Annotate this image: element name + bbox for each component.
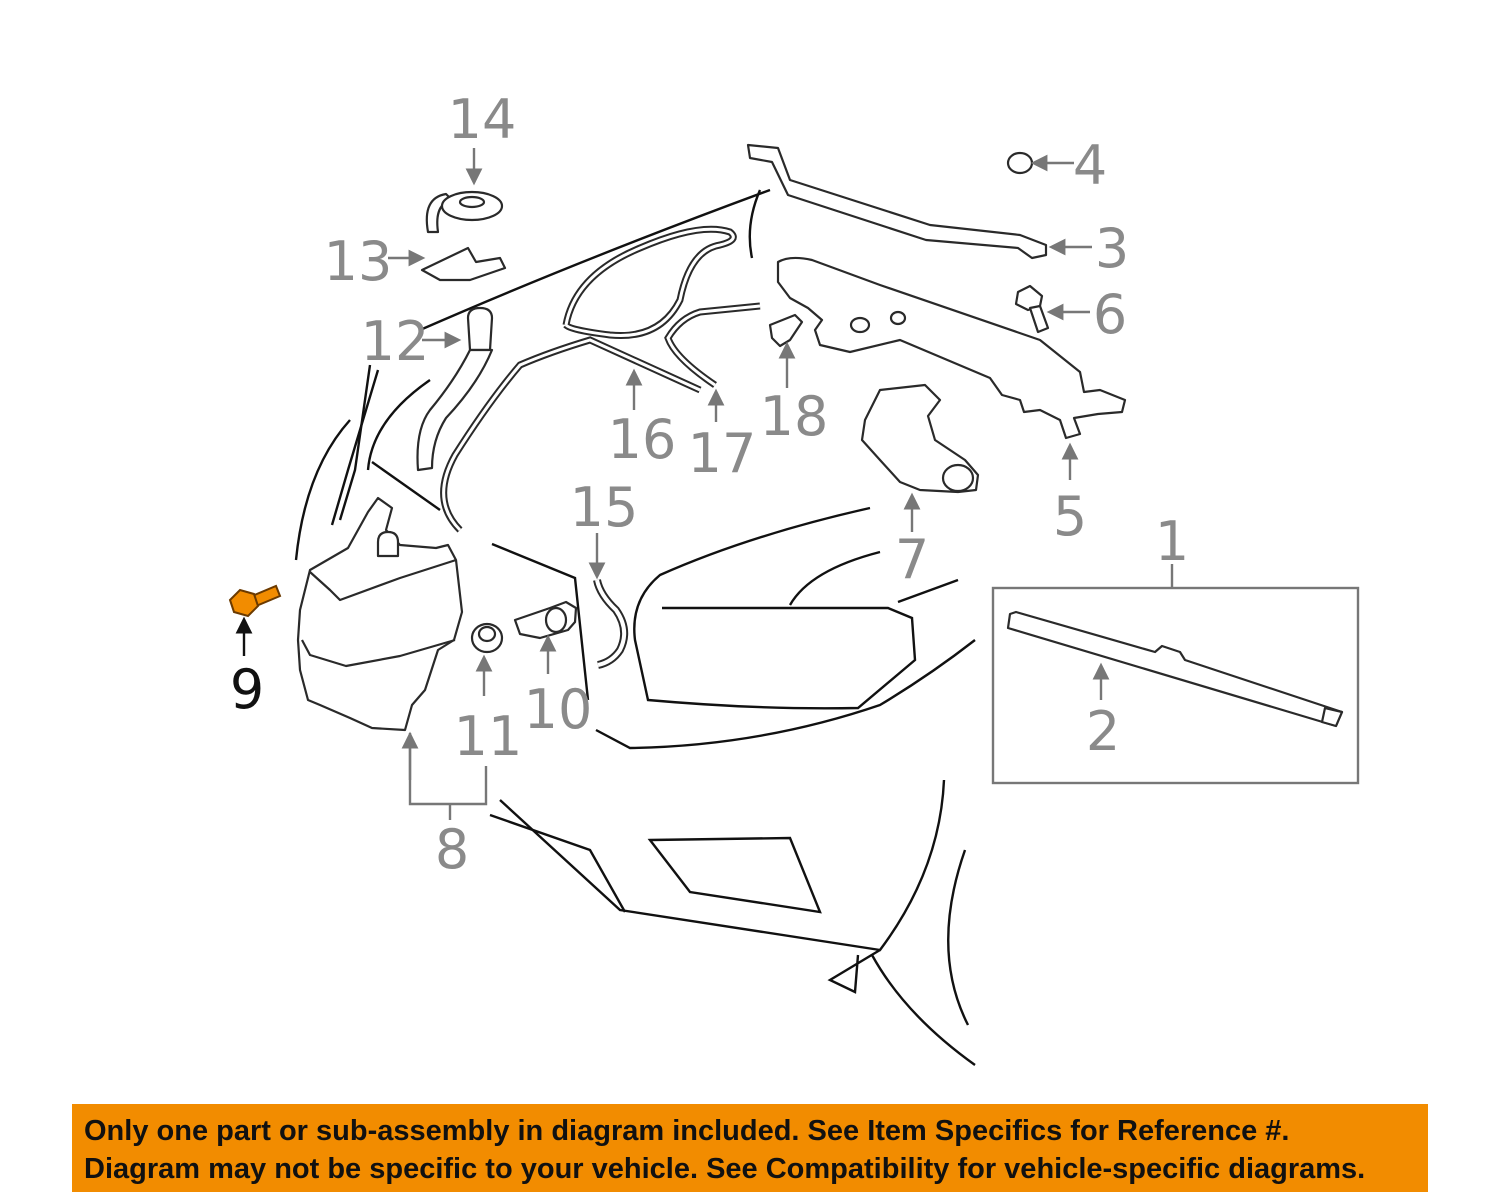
part-8-washer-reservoir xyxy=(296,496,464,732)
callout-9: 9 xyxy=(230,658,264,721)
callout-8: 8 xyxy=(435,818,469,881)
wiper-blade-inset-box xyxy=(991,586,1360,785)
part-11-grommet xyxy=(470,622,504,654)
part-13-clip xyxy=(420,246,507,282)
leader-lines xyxy=(235,148,1174,820)
callout-12: 12 xyxy=(361,310,430,373)
callout-15: 15 xyxy=(570,476,639,539)
callout-13: 13 xyxy=(324,230,393,293)
callout-18: 18 xyxy=(760,385,829,448)
callout-labels: 1 2 3 4 5 6 7 8 9 10 11 12 13 14 15 16 1… xyxy=(230,88,1189,881)
part-14-seal xyxy=(425,190,504,234)
part-15-hose xyxy=(593,579,629,669)
part-17-washer-hose xyxy=(664,302,761,388)
disclaimer-line-1: Only one part or sub-assembly in diagram… xyxy=(84,1115,1290,1147)
part-7-wiper-motor xyxy=(860,383,980,494)
parts-diagram: 1 2 3 4 5 6 7 8 9 10 11 12 13 14 15 16 1… xyxy=(228,88,1360,1066)
callout-5: 5 xyxy=(1053,485,1087,548)
callout-2: 2 xyxy=(1086,700,1120,763)
part-9-bolt-highlighted xyxy=(228,584,282,618)
part-5-wiper-linkage xyxy=(776,256,1127,440)
part-10-washer-pump xyxy=(513,600,578,640)
part-3-wiper-arm xyxy=(746,143,1048,260)
disclaimer-line-2: Diagram may not be specific to your vehi… xyxy=(84,1153,1366,1185)
part-18-clip xyxy=(768,313,804,348)
callout-3: 3 xyxy=(1095,217,1129,280)
callout-17: 17 xyxy=(688,422,757,485)
callout-10: 10 xyxy=(524,678,593,741)
part-16-washer-hose xyxy=(440,225,737,533)
callout-14: 14 xyxy=(448,88,517,151)
vehicle-body-outline xyxy=(294,188,976,1066)
callout-11: 11 xyxy=(454,705,523,768)
callout-6: 6 xyxy=(1093,283,1127,346)
callout-4: 4 xyxy=(1073,134,1107,197)
part-6-bolt xyxy=(1014,284,1050,334)
disclaimer-banner: Only one part or sub-assembly in diagram… xyxy=(72,1104,1428,1192)
callout-7: 7 xyxy=(895,528,929,591)
part-12-filler-neck xyxy=(416,306,494,472)
callout-16: 16 xyxy=(608,408,677,471)
part-4-cap xyxy=(1006,151,1034,175)
callout-1: 1 xyxy=(1155,510,1189,573)
